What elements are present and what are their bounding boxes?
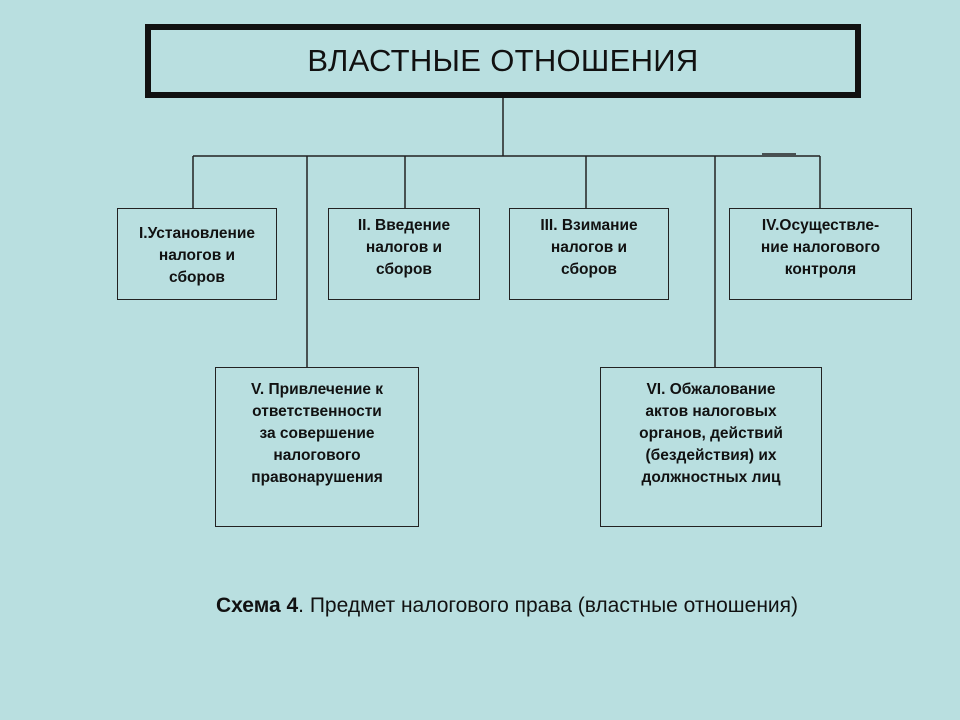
- title-box: ВЛАСТНЫЕ ОТНОШЕНИЯ: [145, 24, 861, 98]
- node-box-6: VI. Обжалование актов налоговых органов,…: [600, 367, 822, 527]
- node-box-1: I.Установление налогов и сборов: [117, 208, 277, 300]
- node-label-5: V. Привлечение к ответственности за сове…: [250, 381, 384, 486]
- node-label-6: VI. Обжалование актов налоговых органов,…: [639, 381, 783, 486]
- caption-label: Схема 4: [215, 594, 299, 617]
- node-box-2: II. Введение налогов и сборов: [328, 208, 480, 300]
- node-label-2: II. Введение налогов и сборов: [357, 217, 451, 278]
- diagram-title: ВЛАСТНЫЕ ОТНОШЕНИЯ: [307, 43, 699, 78]
- node-label-4: IV.Осуществле- ние налогового контроля: [760, 217, 881, 278]
- node-label-3: III. Взимание налогов и сборов: [540, 217, 638, 278]
- node-box-3: III. Взимание налогов и сборов: [509, 208, 669, 300]
- node-label-1: I.Установление налогов и сборов: [138, 225, 256, 286]
- diagram-caption: Схема 4. Предмет налогового права (власт…: [0, 594, 960, 618]
- caption-text: . Предмет налогового права (властные отн…: [298, 594, 799, 617]
- node-box-4: IV.Осуществле- ние налогового контроля: [729, 208, 912, 300]
- node-box-5: V. Привлечение к ответственности за сове…: [215, 367, 419, 527]
